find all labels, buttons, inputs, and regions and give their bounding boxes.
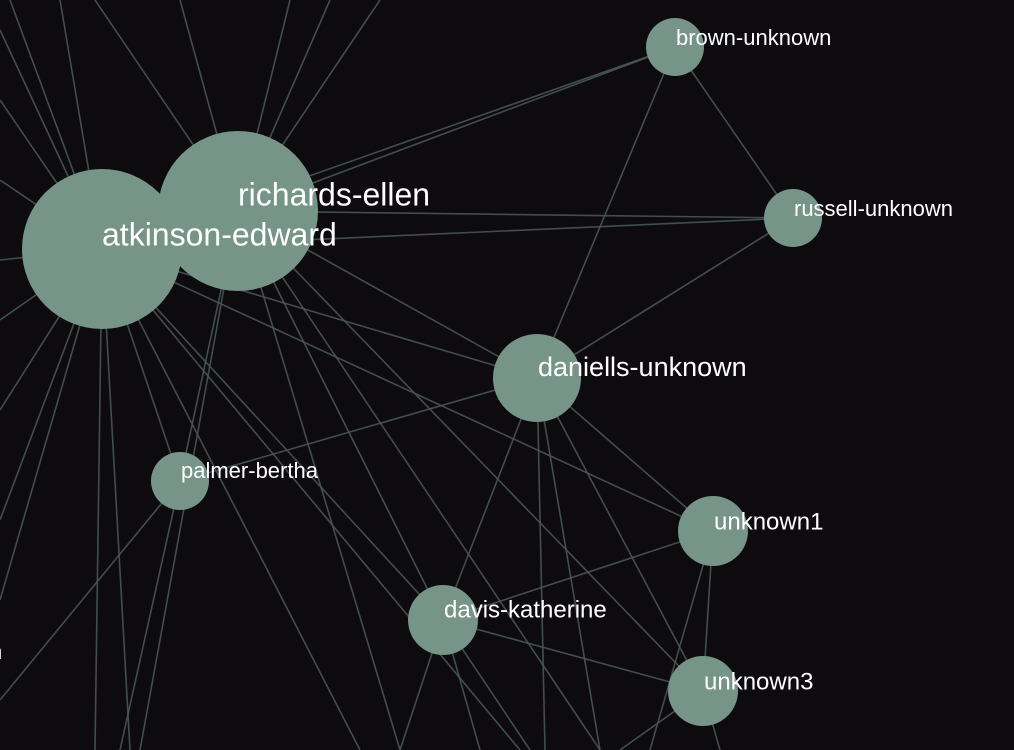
node-atkinson-edward[interactable] [22, 169, 182, 329]
edge-unknown1-davis-katherine [442, 530, 714, 621]
edge-russell-unknown-daniells-unknown [536, 217, 794, 379]
node-layer [22, 18, 822, 726]
node-unknown3[interactable] [668, 656, 738, 726]
edge-davis-katherine-unknown3 [442, 619, 704, 692]
node-russell-unknown[interactable] [764, 189, 822, 247]
edge-offscreen [536, 377, 546, 750]
edge-offscreen [101, 248, 131, 750]
edge-offscreen [237, 210, 401, 750]
edge-richards-ellen-unknown3 [237, 210, 704, 692]
edge-offscreen [94, 248, 103, 750]
edge-offscreen [119, 480, 181, 750]
edge-atkinson-edward-unknown1 [101, 248, 714, 532]
edge-offscreen [101, 248, 521, 750]
node-davis-katherine[interactable] [408, 585, 478, 655]
edge-atkinson-edward-davis-katherine [101, 248, 444, 621]
edge-offscreen [101, 248, 361, 750]
edge-daniells-unknown-unknown3 [536, 377, 704, 692]
node-unknown1[interactable] [678, 496, 748, 566]
edge-brown-unknown-russell-unknown [674, 46, 794, 219]
node-daniells-unknown[interactable] [493, 334, 581, 422]
edge-richards-ellen-russell-unknown [237, 210, 794, 219]
edge-brown-unknown-daniells-unknown [536, 46, 676, 379]
node-brown-unknown[interactable] [646, 18, 704, 76]
edge-offscreen [0, 480, 181, 701]
node-palmer-bertha[interactable] [151, 452, 209, 510]
node-richards-ellen[interactable] [158, 131, 318, 291]
edge-offscreen [536, 377, 601, 750]
edge-palmer-bertha-daniells-unknown [179, 377, 538, 482]
edge-offscreen [649, 530, 714, 750]
edge-offscreen [237, 210, 601, 750]
edge-layer [101, 46, 794, 692]
